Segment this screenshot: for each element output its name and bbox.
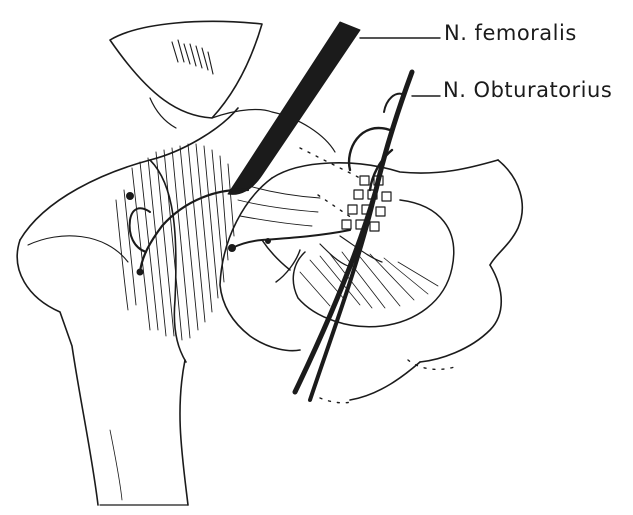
femoral-nerve-label: N. femoralis: [444, 23, 577, 44]
obturator-nerve: [229, 72, 413, 400]
joint-capsule-fibres: [116, 144, 320, 340]
femoral-nerve: [127, 22, 361, 275]
obturator-nerve-label: N. Obturatorius: [443, 80, 612, 101]
femoral-head: [110, 21, 262, 128]
obturator-foramen: [293, 200, 453, 327]
